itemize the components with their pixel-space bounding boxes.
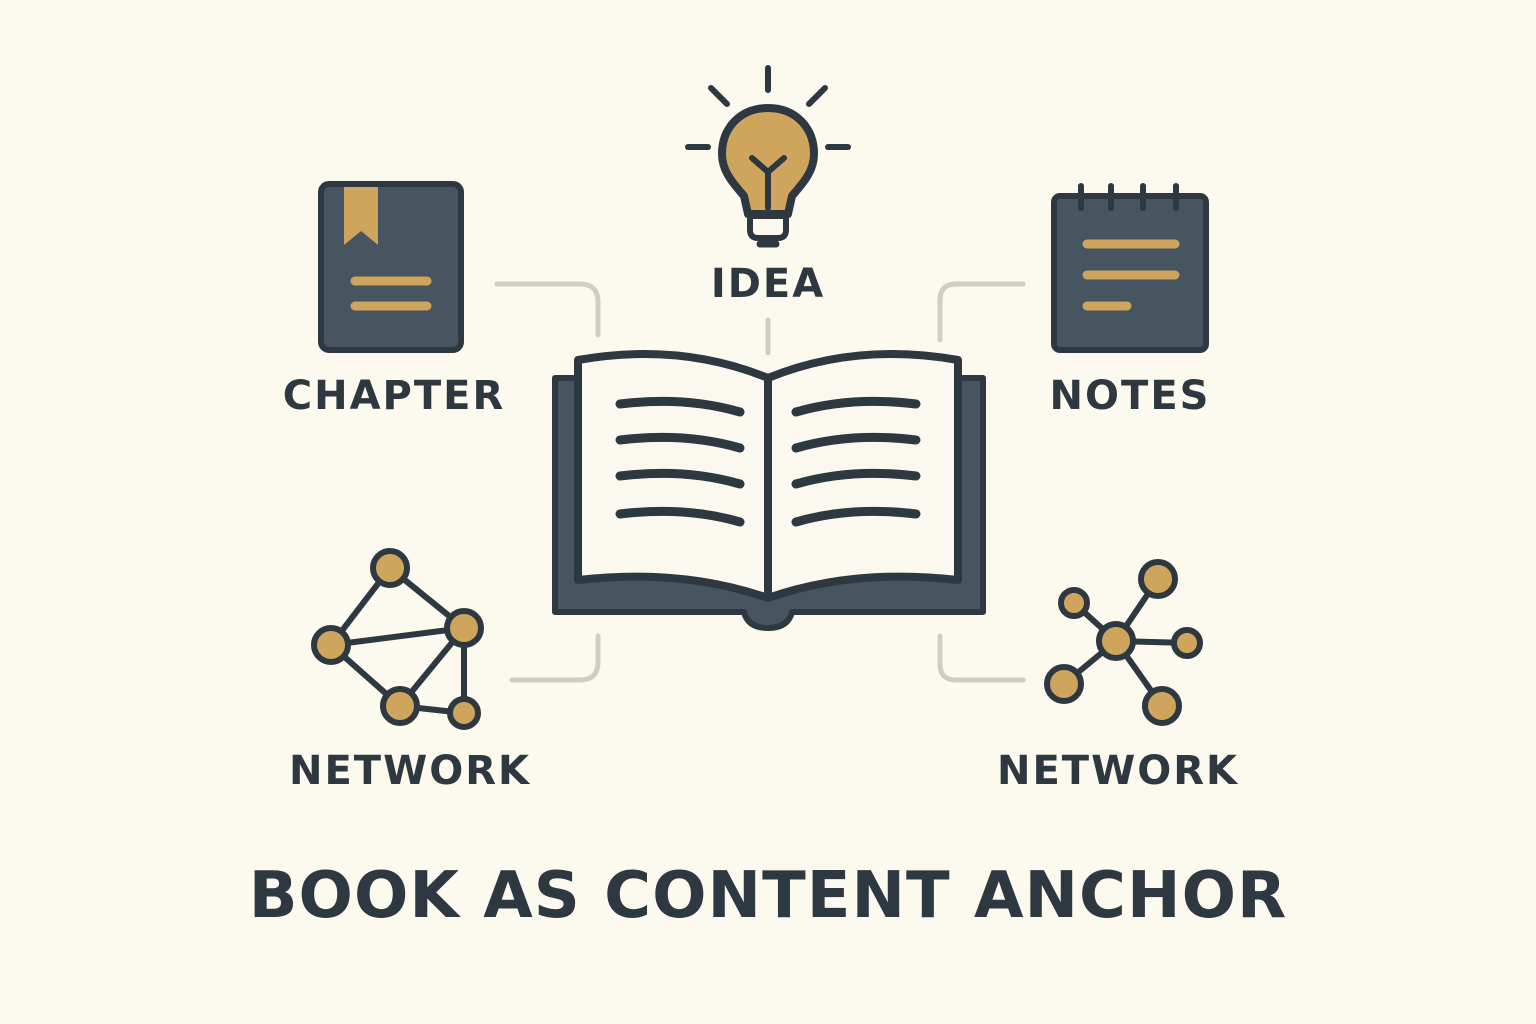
open-book-icon <box>552 350 986 631</box>
connector-network-left <box>509 633 601 683</box>
hub-network-icon <box>1044 559 1203 726</box>
bookmarked-book-icon <box>318 181 464 353</box>
chapter-label: CHAPTER <box>282 373 506 419</box>
lightbulb-icon <box>685 65 851 248</box>
connector-notes <box>937 281 1026 343</box>
connectors <box>494 281 1026 683</box>
notes-label: NOTES <box>1049 373 1211 419</box>
idea-label: IDEA <box>710 261 826 307</box>
network-left-label: NETWORK <box>288 748 531 794</box>
network-graph-icon <box>311 548 484 730</box>
connector-chapter <box>494 281 601 338</box>
notepad-icon <box>1051 183 1209 353</box>
connector-network-right <box>937 633 1026 683</box>
network-right-label: NETWORK <box>996 748 1239 794</box>
diagram-title: BOOK AS CONTENT ANCHOR <box>248 859 1288 933</box>
